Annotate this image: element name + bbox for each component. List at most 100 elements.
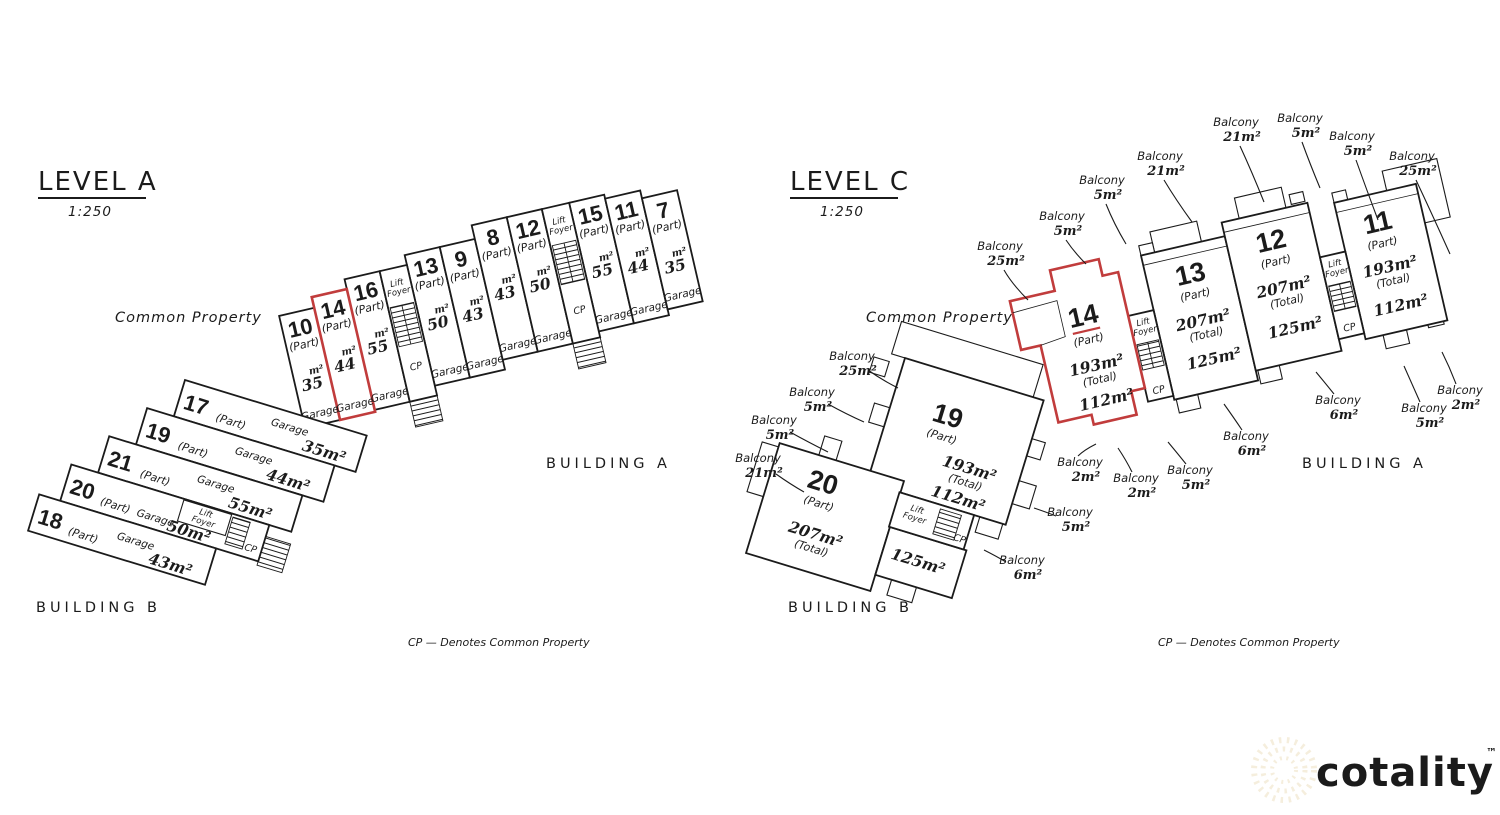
- balcony-5-outline: [1288, 190, 1306, 206]
- balcony-leader: [1239, 145, 1265, 203]
- balcony-leader: [1077, 443, 1097, 457]
- svg-text:5m²: 5m²: [1094, 188, 1123, 203]
- svg-text:5m²: 5m²: [1062, 520, 1091, 535]
- svg-text:Balcony: Balcony: [735, 451, 781, 465]
- stairs-hatch: [224, 516, 251, 550]
- svg-text:21m²: 21m²: [1222, 130, 1261, 145]
- svg-text:Balcony: Balcony: [1079, 173, 1125, 187]
- balcony-leader: [1117, 447, 1133, 473]
- lot-number: 13: [411, 252, 440, 282]
- unit-text-19: 19 (Part) 193m² (Total) 112m²: [925, 397, 999, 515]
- balcony-leader: [1065, 239, 1087, 265]
- sq-label: m²: [373, 327, 391, 341]
- svg-text:Balcony: Balcony: [1167, 463, 1213, 477]
- sq-label: m²: [634, 246, 652, 260]
- area-value: 44: [332, 353, 357, 376]
- unit-outline-14-highlighted: [310, 287, 377, 422]
- balcony-5-outline: [868, 356, 890, 378]
- cp-label: CP: [1342, 321, 1357, 335]
- lot-number: 9: [452, 246, 470, 273]
- cp-note: CP — Denotes Common Property: [408, 636, 590, 649]
- balcony-leader: [1033, 507, 1057, 517]
- balcony-leader: [1167, 441, 1187, 465]
- lot-number: 12: [513, 214, 542, 244]
- svg-text:Balcony: Balcony: [1113, 471, 1159, 485]
- trademark-symbol: ™: [1486, 746, 1497, 759]
- svg-text:5m²: 5m²: [1416, 416, 1445, 431]
- svg-text:Balcony: Balcony: [1329, 129, 1375, 143]
- area-value: 55: [365, 335, 390, 358]
- balcony-divider-line: [1223, 212, 1310, 233]
- svg-text:Balcony: Balcony: [1039, 209, 1085, 223]
- balcony-leader: [1355, 159, 1379, 221]
- cotality-wordmark: cotality: [1316, 750, 1494, 796]
- lift-core: Lift Foyer CP: [1127, 309, 1175, 403]
- lot-number: 16: [351, 276, 380, 306]
- lot-number: 13: [1172, 256, 1208, 292]
- balcony-leader: [867, 369, 899, 389]
- lot-underline: [1072, 326, 1101, 335]
- cp-note: CP — Denotes Common Property: [1158, 636, 1340, 649]
- sq-label: m²: [671, 246, 689, 260]
- svg-text:5m²: 5m²: [1344, 144, 1373, 159]
- unit-outline-7: [640, 189, 704, 311]
- level-c-title: LEVEL C: [790, 167, 910, 197]
- balcony-leader: [1003, 269, 1029, 301]
- area-value: 44: [626, 255, 651, 278]
- lift-core: Lift Foyer CP: [1318, 250, 1366, 341]
- stair-arrow: [563, 242, 574, 283]
- stair-arrow: [401, 304, 412, 345]
- cotality-watermark: cotality ™: [1251, 737, 1497, 803]
- balcony-divider-line: [1143, 245, 1228, 266]
- svg-text:Balcony: Balcony: [1389, 149, 1435, 163]
- level-a-building-a: Lift Foyer CP Lift Foyer CP 10(Part)m²35…: [278, 189, 704, 430]
- level-a-title: LEVEL A: [38, 167, 158, 197]
- lot-number: 12: [1253, 223, 1289, 259]
- lot-number: 8: [484, 224, 502, 251]
- cp-label: CP: [409, 360, 424, 374]
- svg-text:25m²: 25m²: [986, 254, 1025, 269]
- lot-number: 11: [612, 196, 640, 226]
- cotality-globe-icon: [1251, 737, 1317, 803]
- sq-label: m²: [598, 250, 616, 264]
- building-b-label: BUILDING B: [788, 600, 913, 616]
- lot-number: 15: [576, 200, 605, 230]
- balcony-leader: [1403, 365, 1421, 403]
- lift-label: Lift: [909, 503, 925, 517]
- svg-text:21m²: 21m²: [744, 466, 783, 481]
- lift-core: Lift Foyer CP: [378, 263, 444, 428]
- lift-label: Lift: [389, 277, 405, 290]
- svg-text:Balcony: Balcony: [1223, 429, 1269, 443]
- area-value: 43: [460, 303, 486, 326]
- common-property-label: Common Property: [866, 310, 1013, 326]
- svg-text:Balcony: Balcony: [977, 239, 1023, 253]
- sq-label: m²: [340, 344, 358, 358]
- balcony-leader: [789, 431, 829, 453]
- lift-label: Lift: [551, 215, 567, 228]
- level-c-scale: 1:250: [820, 204, 864, 220]
- area-value: 43: [492, 281, 518, 304]
- svg-text:5m²: 5m²: [1054, 224, 1083, 239]
- balcony-leader: [1315, 371, 1335, 395]
- common-property-label: Common Property: [115, 310, 262, 326]
- lift-core-outline: [176, 499, 233, 537]
- stairs-hatch-ext: [256, 535, 292, 574]
